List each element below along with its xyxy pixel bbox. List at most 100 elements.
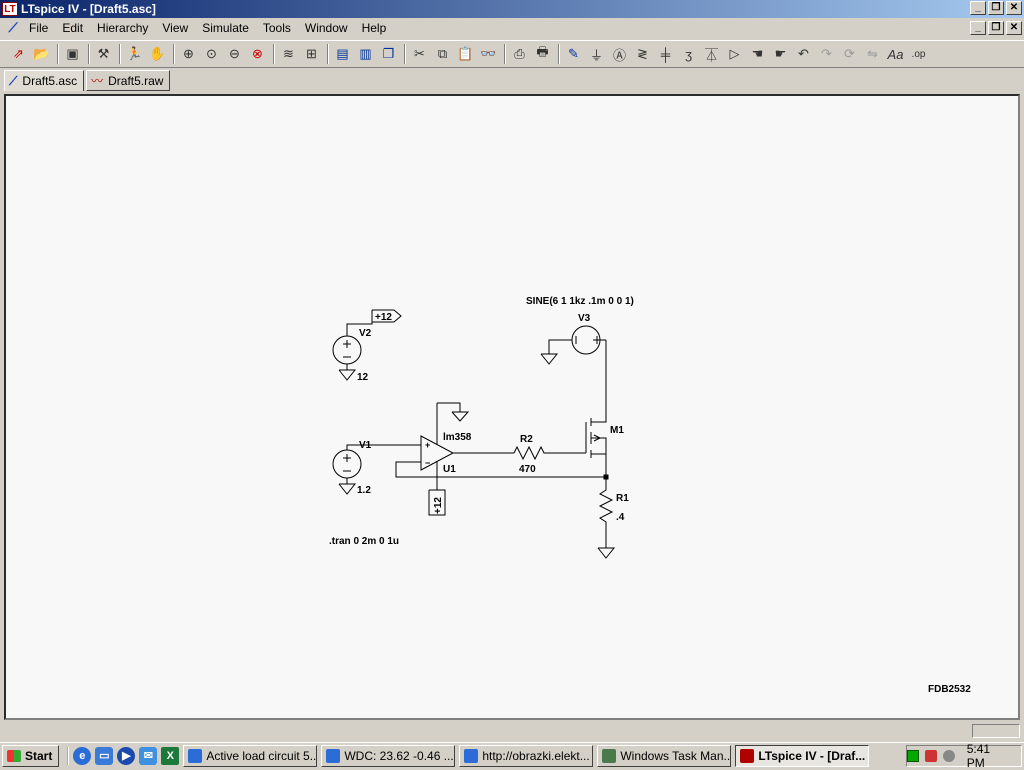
clock[interactable]: 5:41 PM [966,742,991,770]
schematic-drawing[interactable]: +12 V2 12 V1 1.2 lm358 U1 +12 + − R2 470… [6,96,1018,718]
close-icon[interactable]: ✕ [1006,1,1022,15]
resistor-r2[interactable] [513,445,586,461]
menu-file[interactable]: File [29,21,49,35]
move-icon[interactable]: ☚ [751,46,764,61]
rotate-icon[interactable]: ⟳ [844,46,855,61]
drag-icon[interactable]: ☛ [774,46,787,61]
menu-hierarchy[interactable]: Hierarchy [97,21,149,35]
run-icon[interactable]: 🏃 [126,46,143,61]
resistor-r1[interactable] [597,477,616,559]
new-schematic-icon[interactable]: ⇗ [13,46,24,61]
task-obrazki[interactable]: http://obrazki.elekt... [459,744,594,767]
cpu-meter-icon[interactable] [907,750,919,762]
tile-vertical-icon[interactable]: ▥ [359,46,372,61]
opamp-minus: − [425,458,430,468]
menu-view[interactable]: View [162,21,189,35]
grid-icon[interactable]: ⊞ [306,46,317,61]
task-wdc[interactable]: WDC: 23.62 -0.46 ... [321,744,456,767]
r1-name: R1 [616,493,629,504]
draw-wire-icon[interactable]: ✎ [568,46,579,61]
menu-window[interactable]: Window [304,21,348,35]
mirror-icon[interactable]: ⇋ [867,46,878,61]
mdi-close-icon[interactable]: ✕ [1006,21,1022,35]
ltspice-task-icon [740,748,755,763]
menu-tools[interactable]: Tools [262,21,291,35]
capacitor-icon[interactable]: ╪ [660,46,671,62]
copy-icon[interactable]: ⧉ [437,46,448,61]
restore-icon[interactable]: ❐ [988,1,1004,15]
status-bar [0,722,1024,740]
u1-model: lm358 [443,432,472,443]
zoom-out-icon[interactable]: ⊖ [229,46,240,61]
cut-icon[interactable]: ✂ [414,46,425,61]
ie-icon[interactable]: e [73,746,92,765]
resistor-icon[interactable]: ≷ [637,46,648,61]
autorange-icon[interactable]: ≋ [283,46,294,61]
tab-label: Draft5.raw [108,73,164,88]
start-button[interactable]: Start [2,744,60,767]
open-icon[interactable]: 📂 [33,46,50,61]
v1-name: V1 [359,440,372,451]
spice-directive[interactable]: .tran 0 2m 0 1u [329,536,399,547]
messenger-icon[interactable]: ✉ [139,746,158,765]
control-panel-icon[interactable]: ⚒ [97,46,110,61]
print-icon[interactable]: 🖶 [536,44,549,59]
redo-icon[interactable]: ↷ [821,46,832,61]
v3-value: SINE(6 1 1kz .1m 0 0 1) [526,296,634,307]
tab-draft5-raw[interactable]: 〰 Draft5.raw [86,70,171,91]
inductor-icon[interactable]: ʒ [684,46,693,62]
schematic-icon: ⟋ [9,73,18,88]
mdi-restore-icon[interactable]: ❐ [988,21,1004,35]
pan-icon[interactable]: ⊙ [206,46,217,61]
menu-edit[interactable]: Edit [62,21,84,35]
text-icon[interactable]: Aa [887,46,904,62]
minimize-icon[interactable]: _ [970,1,986,15]
find-icon[interactable]: 👓 [480,46,497,61]
tab-draft5-asc[interactable]: ⟋ Draft5.asc [4,70,85,91]
label-net-icon[interactable]: Ⓐ [612,47,626,63]
mosfet-m1[interactable] [585,340,607,477]
task-active-load[interactable]: Active load circuit 5... [183,744,318,767]
u1-supply-label: +12 [433,497,444,514]
ie-task-icon [188,748,203,763]
menu-simulate[interactable]: Simulate [202,21,249,35]
v2-source[interactable] [332,309,402,381]
quick-launch: e ▭ ▶ ✉ X [67,746,180,765]
volume-icon[interactable] [942,750,955,762]
task-ltspice[interactable]: LTspice IV - [Draf... [735,744,870,767]
schematic-canvas[interactable]: +12 V2 12 V1 1.2 lm358 U1 +12 + − R2 470… [4,94,1020,720]
print-setup-icon[interactable]: ⎙ [514,46,525,61]
zoom-fit-icon[interactable]: ⊗ [252,46,263,61]
r2-name: R2 [520,434,533,445]
zoom-in-icon[interactable]: ⊕ [183,46,194,61]
ltspice-app-icon[interactable]: LT [2,2,18,16]
v1-source[interactable] [332,444,421,495]
task-task-manager[interactable]: Windows Task Man... [597,744,732,767]
network-icon[interactable] [924,750,937,762]
v3-source[interactable] [540,325,606,365]
diode-icon[interactable]: ⏄ [704,47,718,63]
task-manager-icon [602,748,617,763]
paste-icon[interactable]: 📋 [457,46,474,61]
spice-directive-icon[interactable]: .op [911,48,926,60]
desktop-icon[interactable]: ▭ [95,746,114,765]
v2-name: V2 [359,328,372,339]
save-icon[interactable]: ▣ [66,46,79,61]
document-tabs: ⟋ Draft5.asc 〰 Draft5.raw [4,70,172,92]
opamp-u1[interactable] [395,402,606,516]
undo-icon[interactable]: ↶ [798,46,809,61]
excel-icon[interactable]: X [161,746,180,765]
halt-icon[interactable]: ✋ [149,46,166,61]
mdi-minimize-icon[interactable]: _ [970,21,986,35]
media-player-icon[interactable]: ▶ [117,746,136,765]
cascade-icon[interactable]: ❐ [382,46,395,61]
menu-help[interactable]: Help [361,21,387,35]
r2-value: 470 [519,464,536,475]
system-tray: 5:41 PM [906,742,1022,770]
ground-icon[interactable]: ⏚ [589,47,603,63]
tile-horizontal-icon[interactable]: ▤ [336,46,349,61]
schematic-doc-icon[interactable]: ⟋ [8,20,18,35]
ie-task-icon [464,748,479,763]
tab-label: Draft5.asc [22,74,78,88]
component-icon[interactable]: ▷ [729,46,740,61]
